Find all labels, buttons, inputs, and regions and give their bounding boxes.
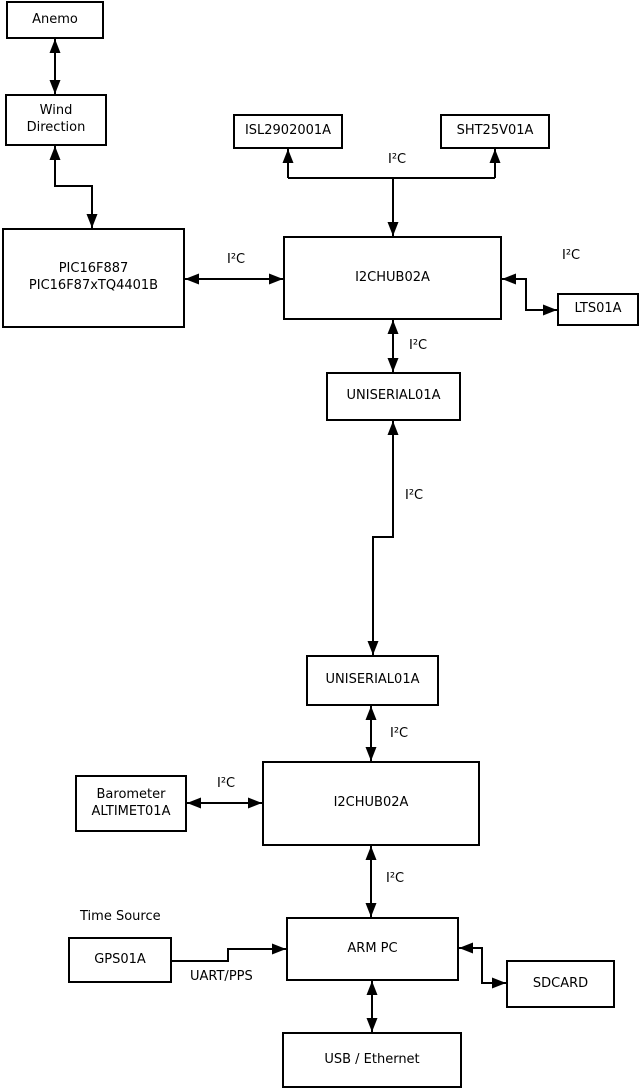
- edge-label-uart-pps: UART/PPS: [190, 969, 253, 984]
- node-uniserial01a-1-label: UNISERIAL01A: [346, 388, 441, 404]
- node-lts01a: LTS01A: [557, 293, 639, 326]
- edge-uniserial1-uniserial2: [367, 421, 399, 655]
- node-pic16f887-label-line2: PIC16F87xTQ4401B: [28, 278, 159, 293]
- edge-label-i2c-barometer-hub2: I²C: [217, 776, 236, 791]
- node-pic16f887: PIC16F887 PIC16F87xTQ4401B: [2, 228, 185, 328]
- edge-label-i2c-pic-hub1: I²C: [227, 252, 246, 267]
- node-arm-pc: ARM PC: [286, 917, 459, 981]
- node-isl2902001a-label: ISL2902001A: [244, 123, 332, 139]
- node-uniserial01a-1: UNISERIAL01A: [326, 372, 461, 421]
- node-wind-direction-label-line2: Direction: [26, 120, 86, 135]
- node-wind-direction: Wind Direction: [5, 94, 107, 146]
- node-uniserial01a-2: UNISERIAL01A: [306, 655, 439, 706]
- edge-hub1-lts: [502, 273, 557, 316]
- node-sdcard: SDCARD: [506, 960, 615, 1008]
- edge-label-time-source: Time Source: [80, 909, 161, 924]
- edge-armpc-sdcard: [459, 942, 506, 989]
- node-sdcard-label: SDCARD: [532, 975, 589, 991]
- edge-label-i2c-uniserial-link: I²C: [405, 488, 424, 503]
- node-gps01a-label: GPS01A: [94, 951, 146, 967]
- node-barometer-label-line2: ALTIMET01A: [91, 803, 171, 819]
- node-sht25v01a-label: SHT25V01A: [456, 123, 534, 139]
- node-pic16f887-label-line1: PIC16F887: [58, 261, 129, 277]
- edge-label-i2c-hub2-armpc: I²C: [386, 871, 405, 886]
- node-gps01a: GPS01A: [68, 937, 172, 983]
- node-anemo: Anemo: [6, 1, 104, 39]
- node-barometer-altimet01a: Barometer ALTIMET01A: [75, 775, 187, 832]
- node-usb-ethernet-label: USB / Ethernet: [324, 1051, 420, 1067]
- edge-wind-pic: [49, 146, 98, 228]
- node-usb-ethernet: USB / Ethernet: [282, 1032, 462, 1088]
- edge-gps-armpc: [172, 943, 286, 962]
- node-i2chub02a-1: I2CHUB02A: [283, 236, 502, 320]
- node-i2chub02a-2: I2CHUB02A: [262, 761, 480, 846]
- node-barometer-label-line1: Barometer: [96, 786, 166, 802]
- node-isl2902001a: ISL2902001A: [233, 114, 343, 149]
- node-uniserial01a-2-label: UNISERIAL01A: [325, 672, 420, 688]
- node-wind-direction-label-line1: Wind: [39, 103, 73, 119]
- node-lts01a-label: LTS01A: [574, 301, 622, 317]
- node-anemo-label: Anemo: [32, 11, 78, 27]
- edge-label-i2c-isl-sht: I²C: [388, 152, 407, 167]
- edge-label-i2c-hub1-uniserial1: I²C: [409, 338, 428, 353]
- node-sht25v01a: SHT25V01A: [440, 114, 550, 149]
- edge-label-i2c-uniserial2-hub2: I²C: [390, 726, 409, 741]
- edge-label-i2c-hub1-lts: I²C: [562, 248, 581, 263]
- node-arm-pc-label: ARM PC: [347, 940, 398, 956]
- node-i2chub02a-1-label: I2CHUB02A: [355, 269, 430, 285]
- node-i2chub02a-2-label: I2CHUB02A: [333, 795, 409, 811]
